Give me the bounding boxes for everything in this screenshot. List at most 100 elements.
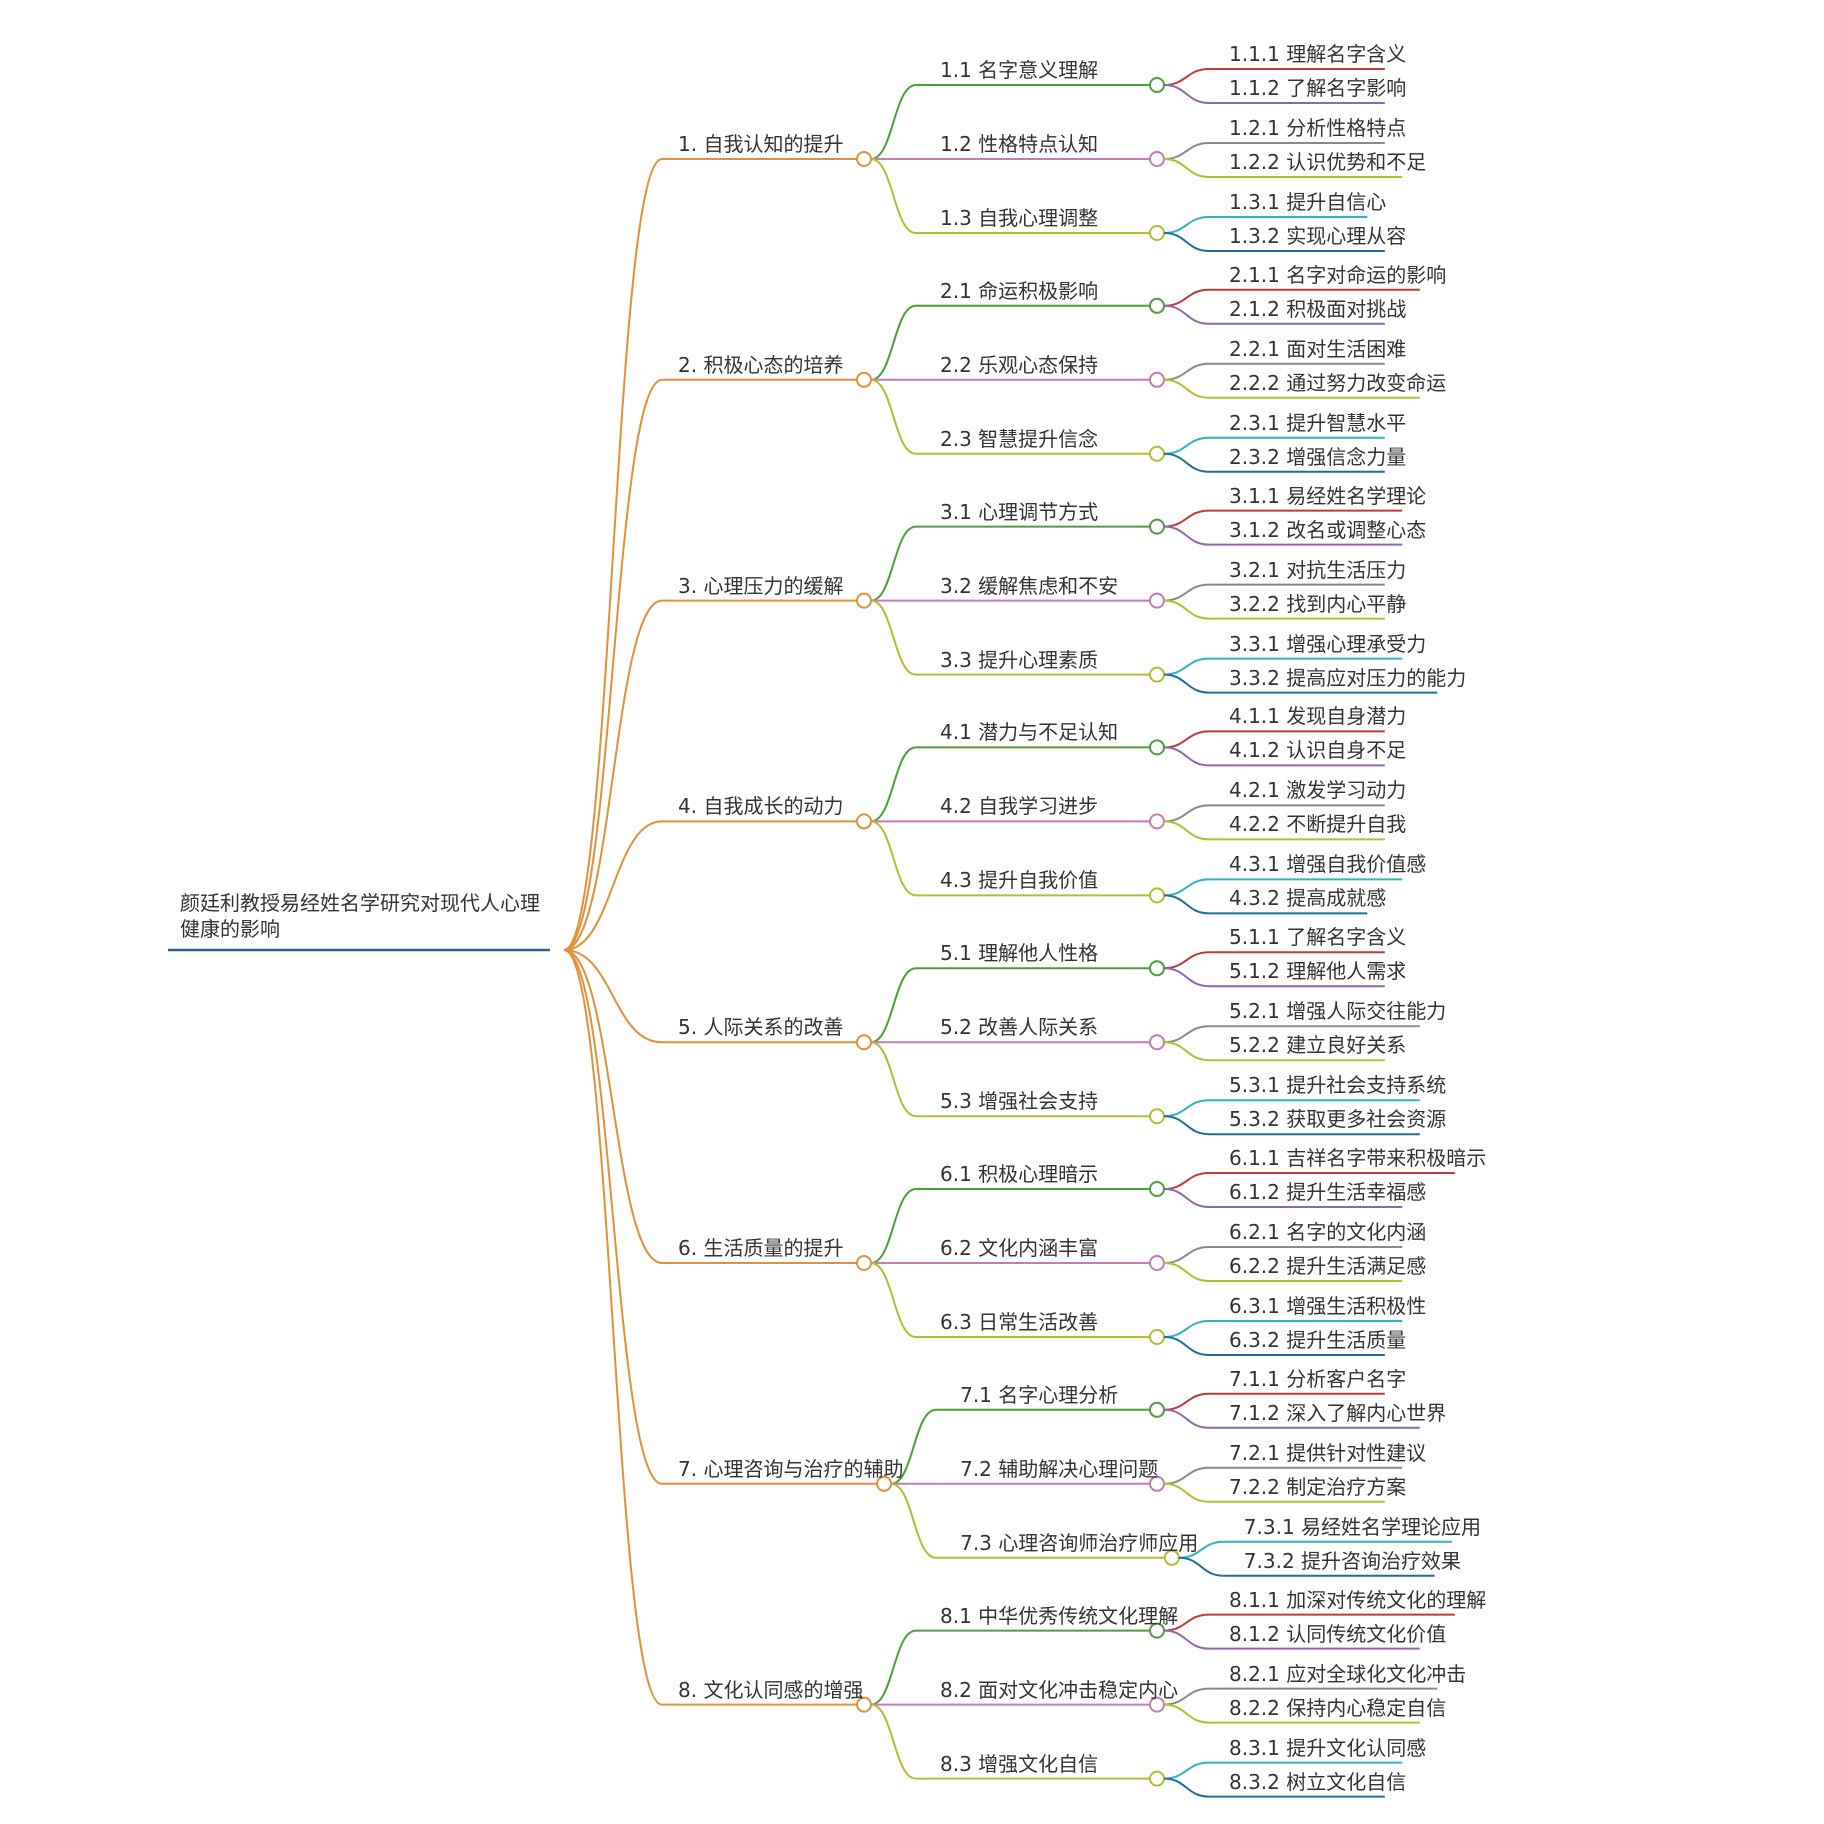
sub-label[interactable]: 6.3 日常生活改善 [940,1310,1099,1334]
sub-label[interactable]: 3.2 缓解焦虑和不安 [940,573,1119,598]
sub-label[interactable]: 7.3 心理咨询师治疗师应用 [960,1530,1199,1555]
sub-label[interactable]: 7.2 辅助解决心理问题 [960,1456,1159,1481]
branch-connector [563,949,663,1706]
sub-label[interactable]: 2.2 乐观心态保持 [940,352,1099,377]
sub-label[interactable]: 1.2 性格特点认知 [940,132,1099,156]
leaf-label[interactable]: 3.1.1 易经姓名学理论 [1229,483,1427,508]
leaf-label[interactable]: 6.1.1 吉祥名字带来积极暗示 [1229,1146,1487,1170]
leaf-label[interactable]: 6.3.2 提升生活质量 [1229,1328,1407,1352]
leaf-label[interactable]: 8.1.1 加深对传统文化的理解 [1229,1587,1487,1612]
sub-connector [870,378,917,455]
branch-label[interactable]: 6. 生活质量的提升 [678,1236,844,1260]
leaf-label[interactable]: 2.3.2 增强信念力量 [1229,444,1407,469]
branch-label[interactable]: 5. 人际关系的改善 [678,1015,844,1040]
branch-connector [563,378,663,951]
leaf-label[interactable]: 2.3.1 提升智慧水平 [1229,410,1407,435]
branch-label[interactable]: 7. 心理咨询与治疗的辅助 [678,1456,904,1481]
branch-connector [563,949,663,1044]
leaf-label[interactable]: 6.3.1 增强生活积极性 [1229,1294,1427,1318]
sub-label[interactable]: 2.3 智慧提升信念 [940,426,1099,451]
sub-label[interactable]: 3.1 心理调节方式 [940,499,1099,524]
leaf-label[interactable]: 4.2.2 不断提升自我 [1229,812,1407,837]
sub-connector [870,84,917,160]
sub-label[interactable]: 4.3 提升自我价值 [940,868,1099,893]
sub-label[interactable]: 3.3 提升心理素质 [940,647,1099,672]
sub-label[interactable]: 2.1 命运积极影响 [940,278,1099,303]
leaf-label[interactable]: 6.2.2 提升生活满足感 [1229,1254,1427,1278]
leaf-label[interactable]: 2.1.2 积极面对挑战 [1229,296,1407,321]
leaf-label[interactable]: 5.2.2 建立良好关系 [1229,1033,1407,1058]
sub-label[interactable]: 7.1 名字心理分析 [960,1382,1119,1407]
leaf-connector [1163,804,1210,823]
sub-node [1149,666,1165,683]
leaf-label[interactable]: 3.3.1 增强心理承受力 [1229,631,1427,656]
leaf-connector [1163,216,1210,234]
leaf-label[interactable]: 1.3.2 实现心理从容 [1229,224,1407,248]
root-topic[interactable]: 颜廷利教授易经姓名学研究对现代人心理健康的影响 [180,891,540,941]
branch-label[interactable]: 1. 自我认知的提升 [678,132,844,156]
leaf-label[interactable]: 1.2.2 认识优势和不足 [1229,150,1427,174]
sub-label[interactable]: 4.1 潜力与不足认知 [940,720,1119,745]
sub-connector [870,1262,917,1338]
leaf-label[interactable]: 8.2.1 应对全球化文化冲击 [1229,1661,1467,1686]
sub-label[interactable]: 5.3 增强社会支持 [940,1089,1099,1114]
leaf-label[interactable]: 4.3.2 提高成就感 [1229,886,1387,911]
leaf-label[interactable]: 8.2.2 保持内心稳定自信 [1229,1695,1447,1720]
branch-label[interactable]: 3. 心理压力的缓解 [678,573,844,598]
sub-label[interactable]: 5.1 理解他人性格 [940,941,1099,966]
leaf-connector [1163,84,1210,104]
sub-label[interactable]: 5.2 改善人际关系 [940,1015,1099,1040]
leaf-label[interactable]: 7.3.2 提升咨询治疗效果 [1243,1548,1462,1573]
leaf-label[interactable]: 8.3.2 树立文化自信 [1229,1769,1407,1794]
branch-label[interactable]: 4. 自我成长的动力 [678,794,844,819]
leaf-label[interactable]: 4.1.2 认识自身不足 [1229,738,1407,763]
leaf-label[interactable]: 1.1.2 了解名字影响 [1229,76,1407,100]
leaf-connector [1163,509,1210,528]
leaf-label[interactable]: 3.3.2 提高应对压力的能力 [1229,665,1467,690]
leaf-label[interactable]: 1.3.1 提升自信心 [1229,190,1387,214]
branch-label[interactable]: 2. 积极心态的培养 [678,352,844,377]
leaf-label[interactable]: 4.1.1 发现自身潜力 [1229,704,1407,729]
sub-node [1149,297,1165,314]
leaf-label[interactable]: 7.2.2 制定治疗方案 [1229,1474,1407,1499]
leaf-label[interactable]: 2.2.2 通过努力改变命运 [1229,370,1447,395]
leaf-label[interactable]: 5.3.2 获取更多社会资源 [1229,1107,1447,1132]
sub-connector [870,1041,917,1118]
leaf-label[interactable]: 4.2.1 激发学习动力 [1229,778,1407,803]
sub-label[interactable]: 6.1 积极心理暗示 [940,1162,1099,1186]
leaf-label[interactable]: 3.2.2 找到内心平静 [1229,591,1407,616]
sub-label[interactable]: 8.1 中华优秀传统文化理解 [940,1603,1179,1628]
sub-label[interactable]: 8.2 面对文化冲击稳定内心 [940,1677,1179,1702]
leaf-label[interactable]: 1.1.1 理解名字含义 [1229,42,1407,66]
leaf-label[interactable]: 7.1.2 深入了解内心世界 [1229,1400,1447,1425]
sub-label[interactable]: 6.2 文化内涵丰富 [940,1236,1099,1260]
branch-connector [563,949,663,1264]
leaf-label[interactable]: 6.1.2 提升生活幸福感 [1229,1180,1427,1204]
leaf-label[interactable]: 3.1.2 改名或调整心态 [1229,517,1427,542]
sub-label[interactable]: 4.2 自我学习进步 [940,794,1099,819]
sub-label[interactable]: 8.3 增强文化自信 [940,1751,1099,1776]
leaf-label[interactable]: 2.2.1 面对生活困难 [1229,336,1407,361]
leaf-label[interactable]: 4.3.1 增强自我价值感 [1229,852,1427,877]
leaf-connector [1163,894,1210,915]
leaf-label[interactable]: 5.2.1 增强人际交往能力 [1229,999,1447,1024]
leaf-label[interactable]: 8.3.1 提升文化认同感 [1229,1735,1427,1760]
sub-node [1149,1329,1165,1345]
sub-label[interactable]: 1.1 名字意义理解 [940,58,1099,82]
leaf-label[interactable]: 3.2.1 对抗生活压力 [1229,557,1407,582]
leaf-connector [1163,1320,1210,1338]
leaf-label[interactable]: 7.1.1 分析客户名字 [1229,1366,1407,1391]
leaf-label[interactable]: 5.1.2 理解他人需求 [1229,959,1407,984]
leaf-label[interactable]: 7.3.1 易经姓名学理论应用 [1243,1514,1482,1539]
leaf-label[interactable]: 6.2.1 名字的文化内涵 [1229,1220,1427,1244]
leaf-label[interactable]: 2.1.1 名字对命运的影响 [1229,262,1447,287]
leaf-label[interactable]: 5.1.1 了解名字含义 [1229,925,1407,950]
leaf-label[interactable]: 8.1.2 认同传统文化价值 [1229,1621,1447,1646]
leaf-label[interactable]: 5.3.1 提升社会支持系统 [1229,1073,1447,1098]
sub-label[interactable]: 1.3 自我心理调整 [940,206,1099,230]
branch-label[interactable]: 8. 文化认同感的增强 [678,1677,864,1702]
leaf-label[interactable]: 1.2.1 分析性格特点 [1229,116,1407,140]
sub-connector [870,967,917,1044]
leaf-label[interactable]: 7.2.1 提供针对性建议 [1229,1440,1427,1465]
sub-node [1149,739,1165,756]
